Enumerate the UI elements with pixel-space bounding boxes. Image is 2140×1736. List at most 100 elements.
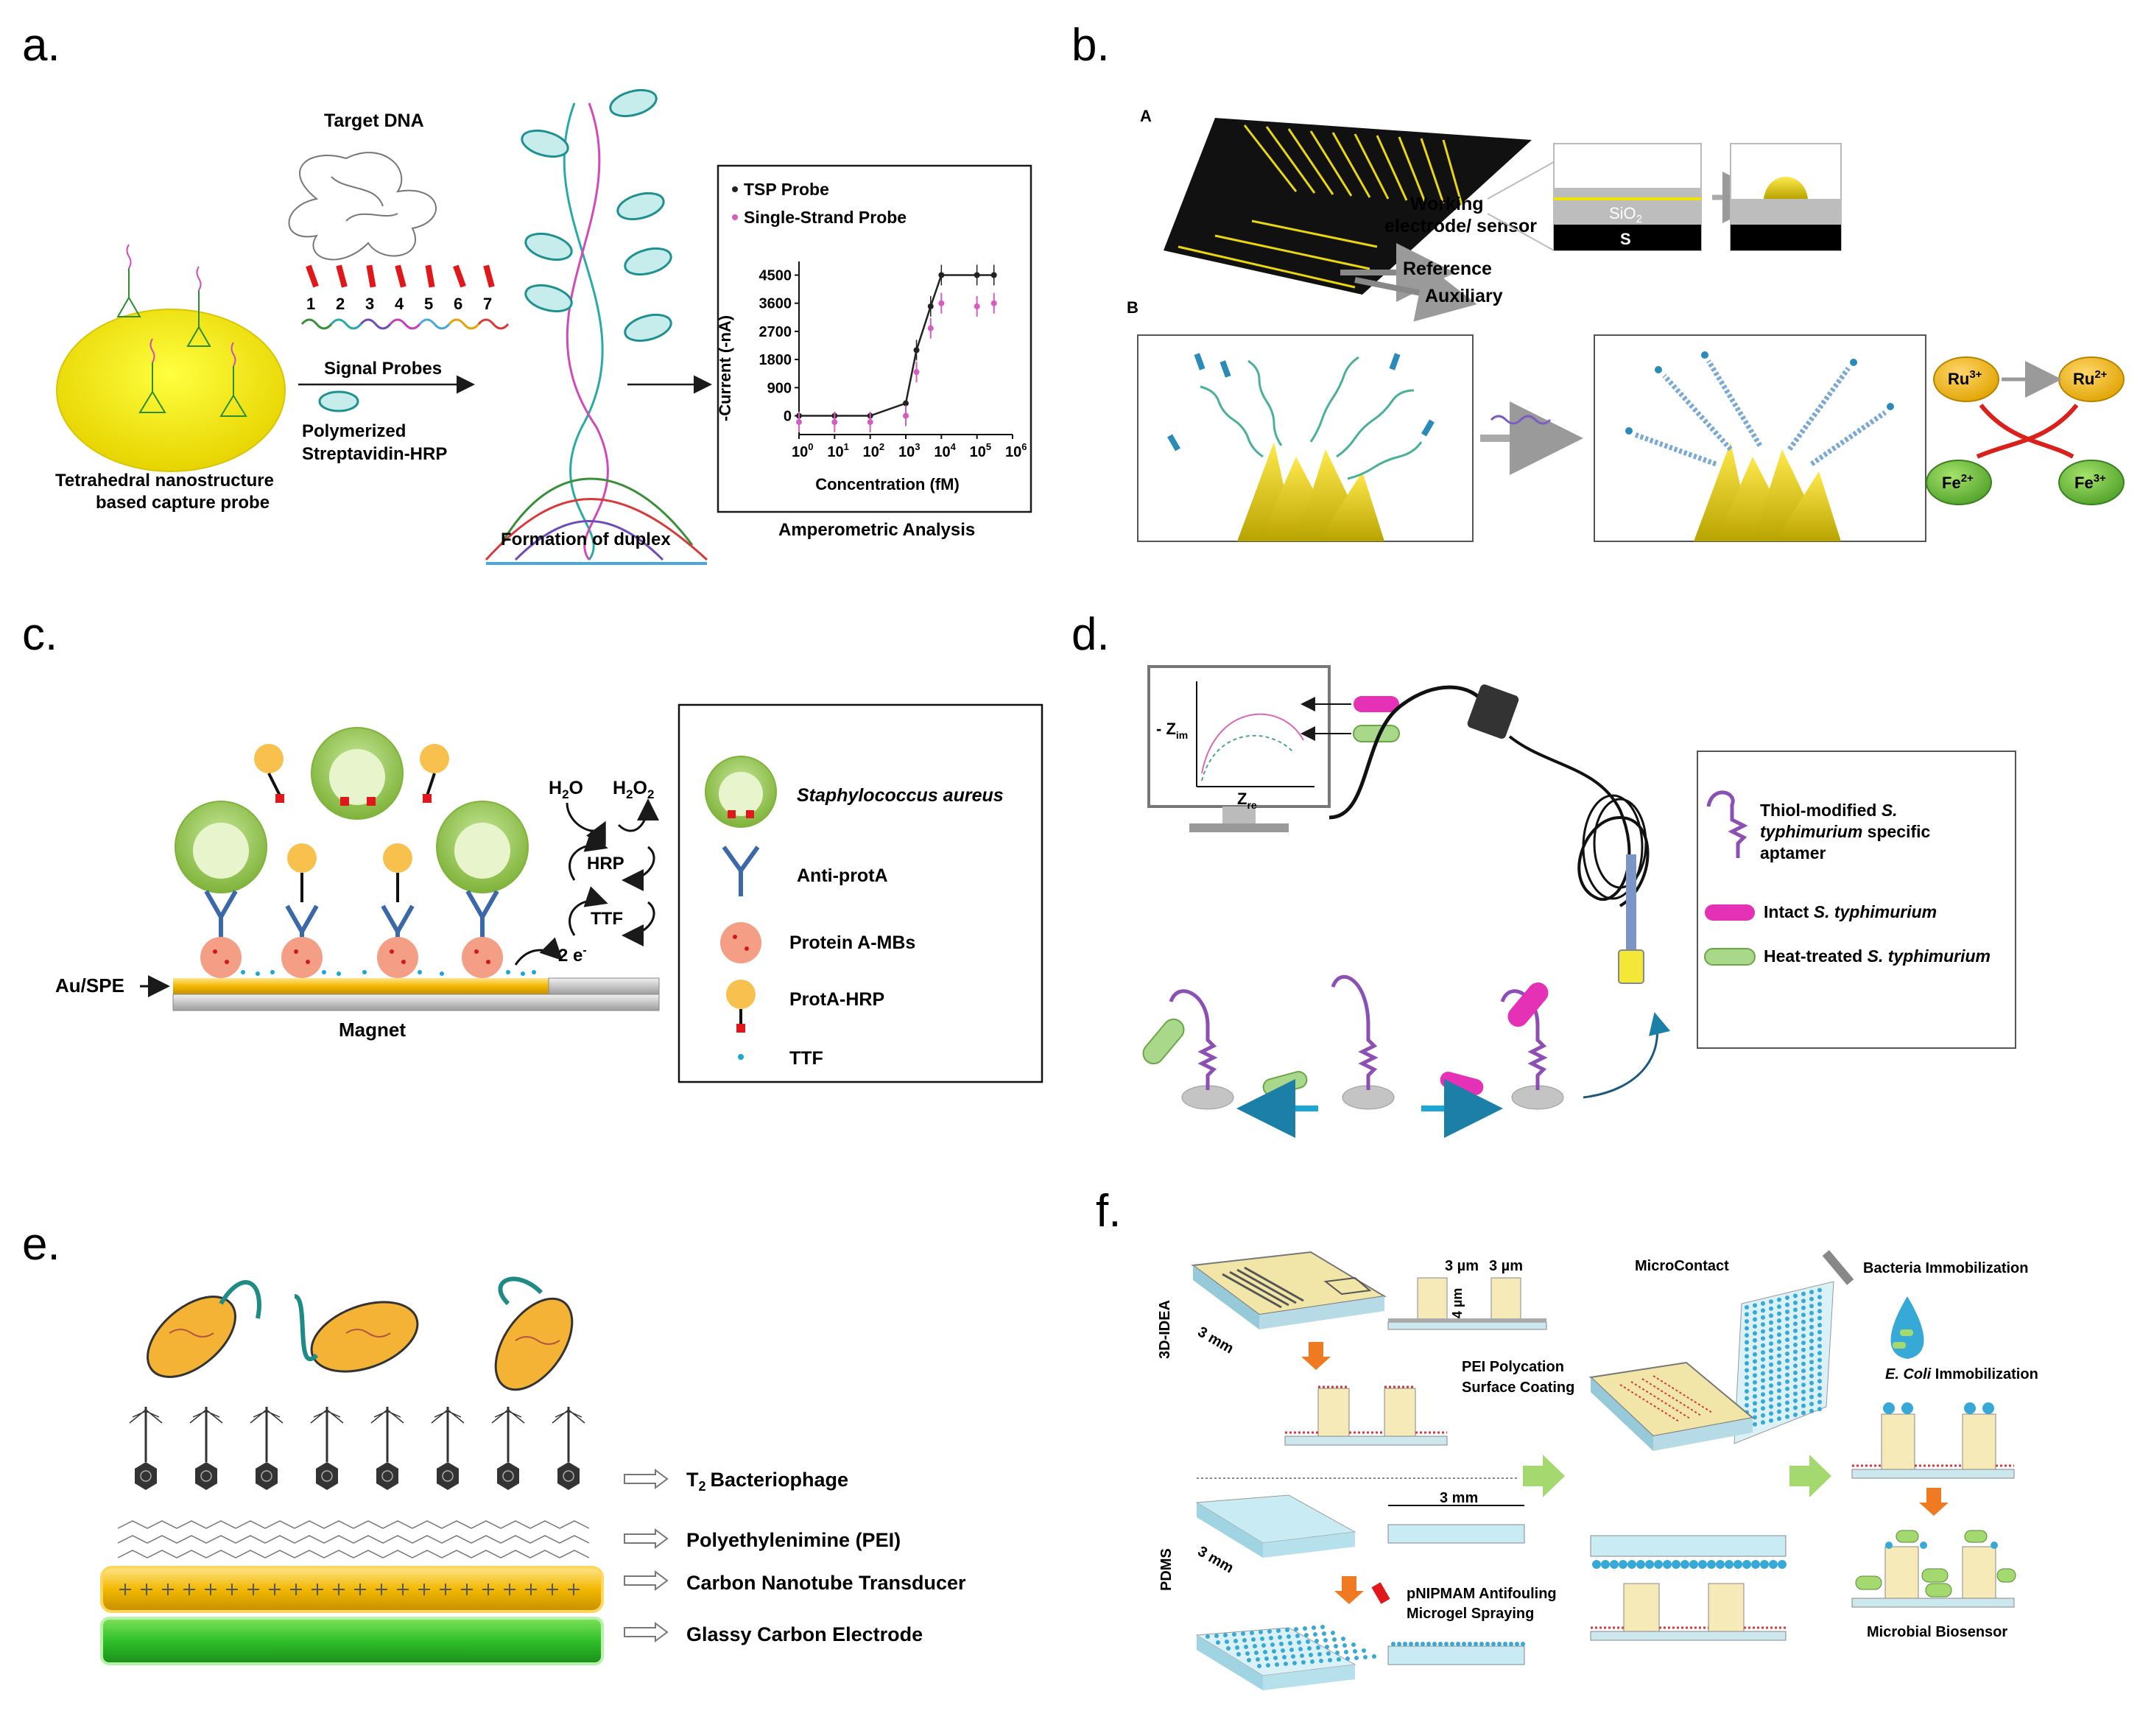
microcontact-dot xyxy=(1769,1320,1773,1325)
microcontact-dot xyxy=(1680,1560,1689,1569)
aptamer-legend-2: typhimurium specific xyxy=(1760,822,1931,841)
microgel-dot xyxy=(1332,1637,1337,1642)
duplex-structure xyxy=(485,88,708,565)
microcontact-dot xyxy=(1745,1396,1749,1401)
microcontact-dot xyxy=(1801,1361,1806,1366)
microcontact-dot xyxy=(1777,1381,1781,1386)
chart-xlabel: Concentration (fM) xyxy=(815,475,960,493)
microcontact-dot xyxy=(1745,1375,1749,1380)
microcontact-dots xyxy=(1745,1287,1822,1429)
microcontact-dot xyxy=(1761,1343,1765,1348)
microcontact-dot xyxy=(1817,1329,1822,1335)
return-arrow xyxy=(1583,1012,1671,1099)
microcontact-dot xyxy=(1745,1368,1749,1373)
microcontact-dot xyxy=(1793,1405,1798,1410)
probe-number: 1 xyxy=(306,295,315,313)
microcontact-dot xyxy=(1610,1560,1619,1569)
microgel-dot xyxy=(1462,1642,1466,1646)
microgel-dot xyxy=(1284,1662,1288,1666)
pei2-label: Surface Coating xyxy=(1462,1380,1574,1396)
microcontact-dot xyxy=(1785,1400,1789,1405)
microcontact-dot xyxy=(1817,1323,1822,1328)
phage-dna xyxy=(381,1470,393,1482)
microcontact-dot xyxy=(1801,1403,1806,1408)
microcontact-dot xyxy=(1698,1560,1707,1569)
microgel-dot xyxy=(1325,1645,1329,1649)
microcontact-dot xyxy=(1793,1377,1798,1382)
microcontact-dot xyxy=(1769,1327,1773,1332)
magnet-label: Magnet xyxy=(339,1019,406,1041)
panel-d: d. - Zim Zre xyxy=(1071,609,2016,1138)
probe-number: 4 xyxy=(395,295,404,313)
microcontact-dot xyxy=(1745,1305,1749,1310)
microgel-dot xyxy=(1323,1638,1328,1642)
cnt-label: Carbon Nanotube Transducer xyxy=(686,1572,966,1594)
cross-section-2 xyxy=(1730,143,1842,251)
microcontact-dot xyxy=(1817,1315,1822,1321)
microgel-dot xyxy=(1259,1630,1263,1634)
microcontact-dot xyxy=(1801,1382,1806,1388)
um2-label: 3 µm xyxy=(1489,1258,1523,1274)
microcontact-dot xyxy=(1793,1391,1798,1396)
microcontact-dot xyxy=(1801,1319,1806,1324)
microcontact-dot xyxy=(1753,1422,1757,1427)
microcontact-dot xyxy=(1761,1336,1765,1341)
microcontact-dot xyxy=(1785,1414,1789,1419)
probe-number: 6 xyxy=(454,295,462,313)
microcontact-dot xyxy=(1769,1397,1773,1402)
microcontact-dot xyxy=(1769,1390,1773,1395)
cnt-plus-signs xyxy=(119,1584,580,1595)
microcontact-dot xyxy=(1817,1301,1822,1307)
chart-point xyxy=(974,272,980,278)
microgel-dot xyxy=(1263,1650,1267,1654)
phage-dna xyxy=(140,1470,152,1482)
panel-a-letter: a. xyxy=(22,20,60,71)
microcontact-dot xyxy=(1777,1325,1781,1330)
chart-x-tick-label: 100 xyxy=(792,441,813,460)
chart-x-tick-label: 104 xyxy=(934,441,956,460)
coated-section xyxy=(1284,1385,1448,1446)
microcontact-dot xyxy=(1785,1330,1789,1335)
si-label: S xyxy=(1620,230,1631,248)
microgel-dot xyxy=(1444,1642,1449,1646)
microgel-dot xyxy=(1269,1636,1273,1640)
microgel-dot xyxy=(1310,1659,1314,1664)
chart-y-tick-label: 0 xyxy=(784,409,792,425)
legend-marker-single xyxy=(732,214,738,220)
microgel-dot xyxy=(1285,1628,1289,1632)
bacteriophages xyxy=(129,1407,585,1490)
pnip2-label: Microgel Spraying xyxy=(1407,1606,1534,1622)
polymerized-label: Polymerized xyxy=(302,421,406,441)
microgel-dot xyxy=(1397,1642,1401,1646)
microgel-dot xyxy=(1322,1631,1326,1636)
panel-b: b. A B Working electrode/ sensor Referen… xyxy=(1071,20,2125,542)
microcontact-dot xyxy=(1793,1363,1798,1368)
microcontact-dot xyxy=(1817,1351,1822,1356)
capture-probe-disk xyxy=(56,309,286,472)
microgel-dot xyxy=(1236,1652,1241,1656)
microcontact-dot xyxy=(1745,1326,1749,1331)
microcontact-dot xyxy=(1817,1365,1822,1370)
microcontact-dot xyxy=(1801,1312,1806,1318)
gce-label: Glassy Carbon Electrode xyxy=(686,1623,923,1645)
microcontact-dot xyxy=(1801,1299,1806,1304)
microgel-dot xyxy=(1295,1634,1300,1638)
chart-point xyxy=(927,325,934,331)
microgel-dot xyxy=(1304,1633,1309,1637)
phage-fibers xyxy=(431,1409,465,1424)
microcontact-dot xyxy=(1793,1349,1798,1354)
microcontact-dot xyxy=(1745,1319,1749,1324)
probe-number: 7 xyxy=(483,295,492,313)
microgel-dot xyxy=(1432,1642,1437,1646)
microgel-dot xyxy=(1287,1634,1291,1639)
microgel-dot xyxy=(1312,1626,1316,1630)
microgel-dot xyxy=(1226,1646,1231,1651)
microgel-dot xyxy=(1297,1640,1301,1645)
microcontact-dot xyxy=(1785,1380,1789,1384)
microcontact-dot xyxy=(1769,1411,1773,1416)
microgel-dot xyxy=(1260,1637,1264,1641)
microcontact-sheet xyxy=(1734,1281,1834,1444)
microcontact-dot xyxy=(1793,1370,1798,1375)
microcontact-dot xyxy=(1769,1299,1773,1304)
microcontact-dot xyxy=(1753,1415,1757,1420)
